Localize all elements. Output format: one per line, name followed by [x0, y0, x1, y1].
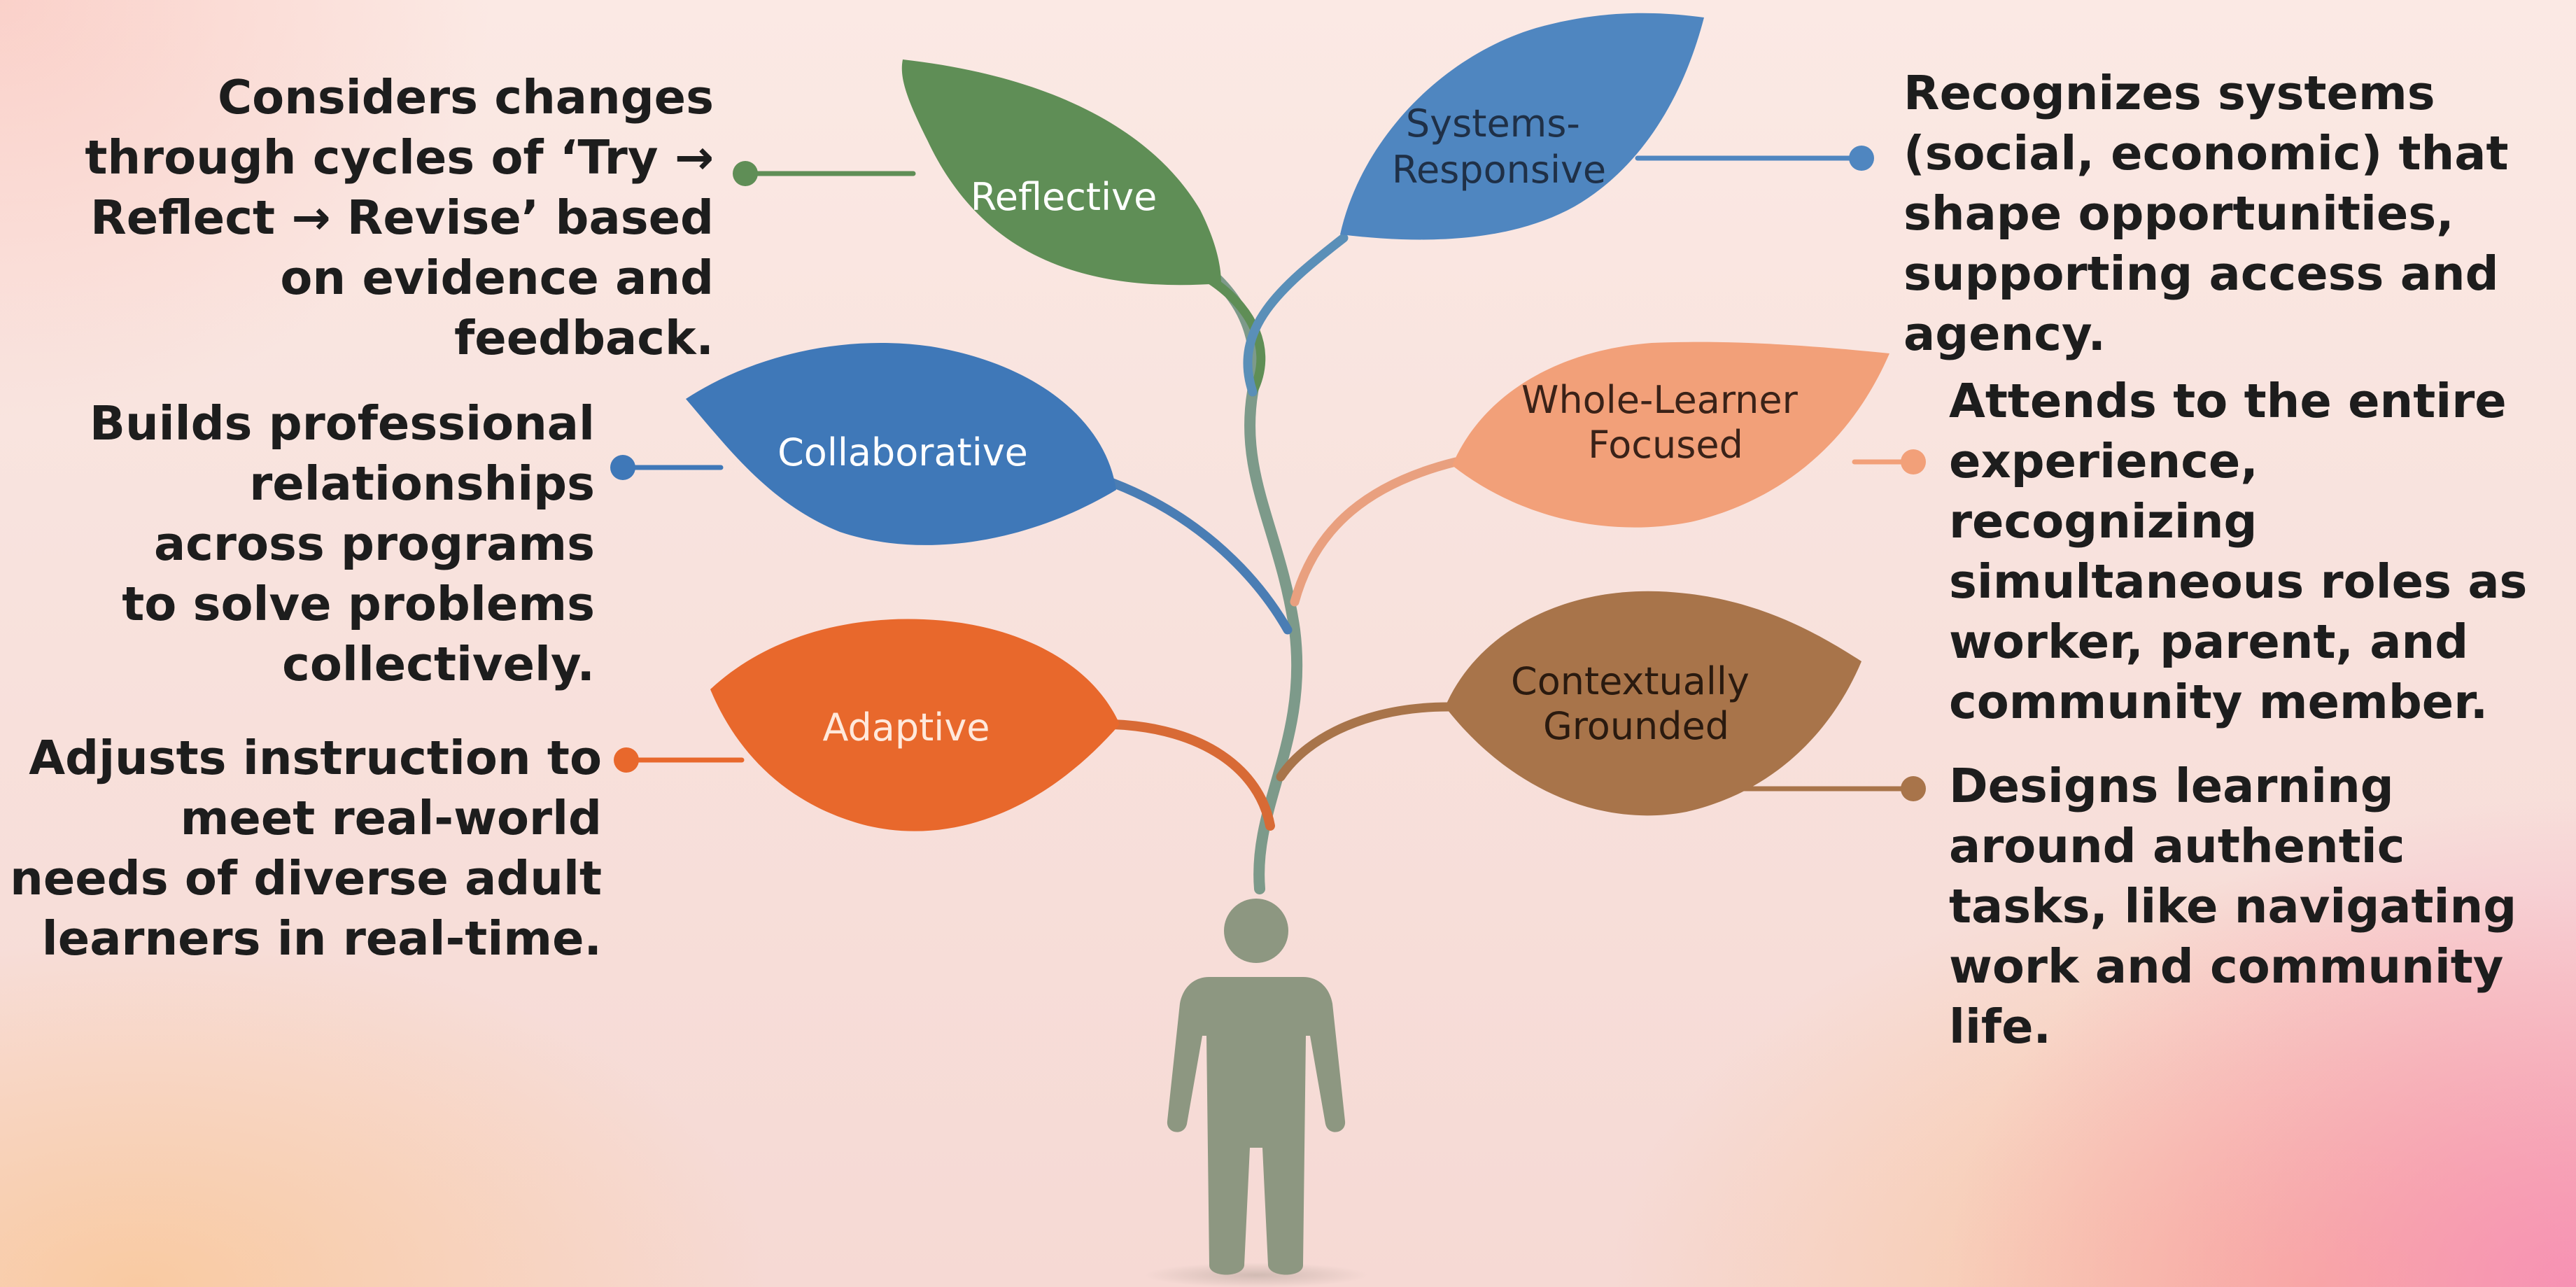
- leaf-contextually-grounded: Contextually Grounded: [1445, 591, 1861, 816]
- leaf-systems-shape: [1340, 13, 1704, 240]
- connector-lines: [610, 146, 1926, 801]
- leaf-adaptive-label: Adaptive: [823, 705, 990, 750]
- systems-dot: [1849, 146, 1874, 171]
- contextually-grounded-description: Designs learning around authentic tasks,…: [1949, 759, 2517, 1054]
- leaf-adaptive: Adaptive: [710, 619, 1120, 831]
- person-shadow: [1144, 1263, 1368, 1287]
- leaf-whole-learner-label-line1: Whole-Learner: [1521, 378, 1799, 422]
- leaf-systems-label-line2: Responsive: [1392, 148, 1606, 192]
- whole-learner-description: Attends to the entire experience, recogn…: [1949, 374, 2528, 729]
- adaptive-dot: [614, 747, 639, 773]
- leaf-systems-label-line1: Systems-: [1406, 101, 1580, 146]
- stem-whole-learner: [1290, 457, 1461, 607]
- leaf-whole-learner-shape: [1452, 342, 1889, 528]
- leaf-reflective-shape: [901, 59, 1221, 286]
- stem-systems: [1243, 233, 1349, 397]
- whole-learner-dot: [1901, 449, 1926, 474]
- leaf-systems-responsive: Systems- Responsive: [1340, 13, 1704, 240]
- leaf-reflective: Reflective: [901, 59, 1221, 286]
- leaf-collaborative-label: Collaborative: [777, 430, 1028, 474]
- collaborative-description: Builds professional relationships across…: [89, 396, 595, 691]
- stem-adaptive: [1108, 719, 1275, 831]
- leaf-contextual-label: Contextually Grounded: [1511, 659, 1761, 748]
- leaf-systems-label: Systems- Responsive: [1392, 101, 1606, 192]
- contextual-dot: [1901, 776, 1926, 801]
- leaf-contextual-shape: [1445, 591, 1861, 816]
- collaborative-dot: [610, 455, 635, 480]
- leaf-collaborative-shape: [686, 343, 1116, 545]
- systems-responsive-description: Recognizes systems (social, economic) th…: [1903, 66, 2509, 361]
- person-figure: [1144, 899, 1368, 1287]
- leaf-whole-learner-label-line2: Focused: [1588, 423, 1743, 467]
- reflective-description: Considers changes through cycles of ‘Try…: [85, 70, 714, 365]
- leaf-contextual-label-line1: Contextually: [1511, 659, 1750, 703]
- reflective-dot: [733, 161, 758, 186]
- leaf-reflective-label: Reflective: [971, 175, 1157, 219]
- leaf-contextual-label-line2: Grounded: [1543, 704, 1729, 748]
- leaf-adaptive-shape: [710, 619, 1120, 831]
- stem-collaborative: [1108, 478, 1293, 635]
- leaf-whole-learner-label: Whole-Learner Focused: [1521, 378, 1810, 467]
- leaf-collaborative: Collaborative: [686, 343, 1116, 545]
- stems: [1108, 233, 1461, 894]
- person-head: [1224, 899, 1288, 963]
- leaf-whole-learner: Whole-Learner Focused: [1452, 342, 1889, 528]
- adaptive-description: Adjusts instruction to meet real-world n…: [10, 731, 602, 966]
- stem-contextual: [1276, 702, 1454, 782]
- person-body: [1167, 977, 1346, 1275]
